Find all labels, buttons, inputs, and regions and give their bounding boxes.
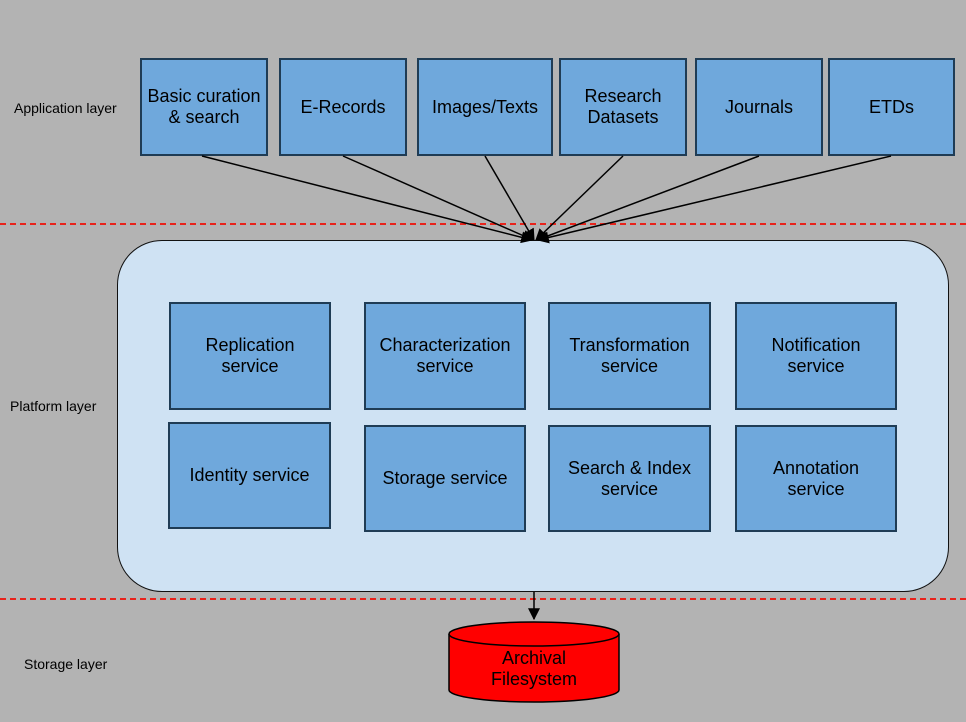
platform-layer-label: Platform layer — [10, 398, 97, 414]
service-storage[interactable]: Storage service — [364, 425, 526, 532]
app-basic-curation[interactable]: Basic curation & search — [140, 58, 268, 156]
archival-filesystem-cylinder[interactable] — [448, 621, 620, 703]
app-journals[interactable]: Journals — [695, 58, 823, 156]
arrow-journals — [535, 155, 760, 242]
arrow-research-datasets — [535, 155, 624, 241]
app-images-texts[interactable]: Images/Texts — [417, 58, 553, 156]
arrow-etds — [536, 155, 892, 244]
platform-container — [117, 240, 949, 592]
storage-layer-label: Storage layer — [24, 656, 108, 672]
layer-divider-top — [0, 223, 966, 225]
service-annotation[interactable]: Annotation service — [735, 425, 897, 532]
layer-divider-bottom — [0, 598, 966, 600]
arrow-basic-curation — [201, 155, 534, 244]
service-replication[interactable]: Replication service — [169, 302, 331, 410]
arrow-e-records — [342, 155, 535, 242]
app-e-records[interactable]: E-Records — [279, 58, 407, 156]
app-research-datasets[interactable]: Research Datasets — [559, 58, 687, 156]
archival-filesystem-label: Archival Filesystem — [490, 648, 577, 689]
app-etds[interactable]: ETDs — [828, 58, 955, 156]
service-notification[interactable]: Notification service — [735, 302, 897, 410]
service-search-index[interactable]: Search & Index service — [548, 425, 711, 532]
service-characterization[interactable]: Characterization service — [364, 302, 526, 410]
arrow-images-texts — [484, 155, 535, 242]
application-layer-label: Application layer — [14, 100, 117, 116]
service-identity[interactable]: Identity service — [168, 422, 331, 529]
service-transformation[interactable]: Transformation service — [548, 302, 711, 410]
